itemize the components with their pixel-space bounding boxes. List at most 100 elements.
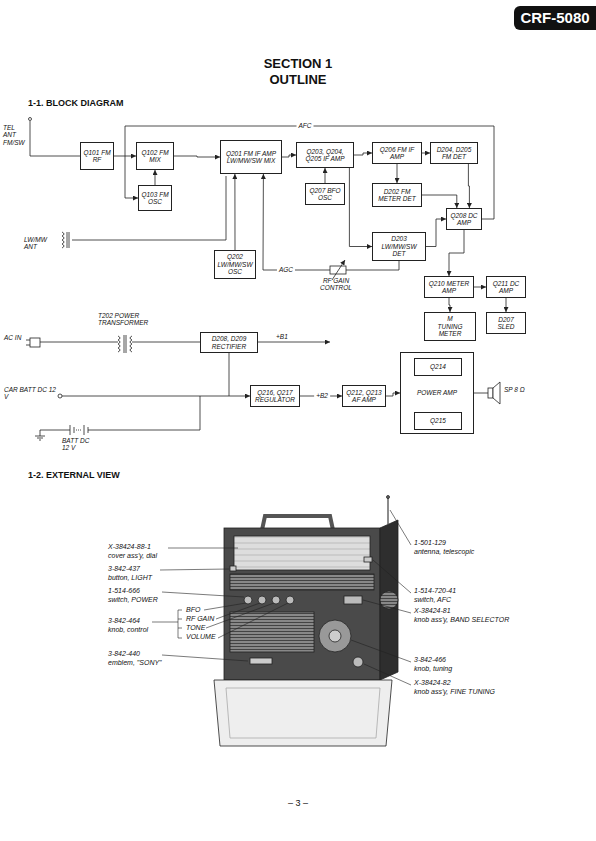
block-box: Q101 FM RF xyxy=(80,142,114,170)
box-text: Q212, Q213 AF AMP xyxy=(345,389,383,404)
power-wiring xyxy=(26,345,30,346)
rf-gain-resistor xyxy=(330,266,346,274)
loop-antenna-coil xyxy=(62,176,226,248)
radio-illustration xyxy=(230,612,314,652)
signal-connector xyxy=(506,298,507,312)
power-wiring xyxy=(37,438,43,439)
power-wiring xyxy=(30,338,40,347)
part-callout: 3-842-466 xyxy=(414,656,446,664)
signal-label: TEL ANT FM/SW xyxy=(3,124,27,146)
box-text: Q215 xyxy=(430,417,446,424)
power-wiring xyxy=(258,342,330,343)
signal-label: SP 8 Ω xyxy=(504,386,528,393)
antenna-symbol xyxy=(30,121,31,156)
signal-connector xyxy=(174,156,220,157)
part-callout: knob, control xyxy=(108,626,148,634)
block-box: Q216, Q217 REGULATOR xyxy=(250,385,300,407)
antenna-symbol xyxy=(30,156,80,157)
signal-label: CAR BATT DC 12 V xyxy=(4,386,56,401)
edge-label: AGC xyxy=(277,266,295,273)
power-wiring xyxy=(88,430,200,431)
block-box: D203 LW/MW/SW DET xyxy=(372,232,426,261)
signal-connector xyxy=(422,153,430,154)
leader-line xyxy=(178,610,179,638)
power-wiring xyxy=(124,335,125,353)
block-box: Q203, Q204, Q205 IF AMP xyxy=(296,142,354,168)
part-callout: switch, POWER xyxy=(108,596,158,604)
radio-illustration xyxy=(214,680,392,746)
block-box: Q207 BFO OSC xyxy=(305,183,345,205)
leader-line xyxy=(162,655,248,661)
part-callout: knob ass'y, FINE TUNING xyxy=(414,688,495,696)
block-box: Q215 xyxy=(414,412,462,430)
signal-connector xyxy=(349,168,372,247)
block-box: Q102 FM MIX xyxy=(136,142,174,170)
power-wiring xyxy=(474,393,488,394)
signal-label: LW/MW ANT xyxy=(24,236,56,251)
box-text: Q206 FM IF AMP xyxy=(375,146,419,161)
signal-connector xyxy=(449,230,464,276)
signal-connector xyxy=(449,298,450,312)
block-box: D208, D209 RECTIFIER xyxy=(200,332,258,353)
radio-illustration xyxy=(272,596,280,604)
radio-illustration xyxy=(329,630,341,642)
box-text: D204, D205 FM DET xyxy=(433,146,475,161)
section-heading: 1-2. EXTERNAL VIEW xyxy=(28,470,120,480)
signal-connector xyxy=(155,170,156,185)
radio-illustration xyxy=(286,596,294,604)
power-wiring xyxy=(200,396,201,430)
signal-connector xyxy=(282,155,296,157)
power-wiring xyxy=(58,394,62,398)
block-box: Q103 FM OSC xyxy=(138,185,172,211)
power-wiring xyxy=(130,336,132,352)
block-box: D202 FM METER DET xyxy=(372,183,422,207)
power-wiring xyxy=(39,440,41,441)
signal-connector xyxy=(426,219,446,247)
box-text: CRF-5080 xyxy=(520,9,589,26)
block-box: D207 SLED xyxy=(486,312,526,334)
signal-connector xyxy=(386,393,400,396)
block-box: Q212, Q213 AF AMP xyxy=(342,385,386,407)
power-wiring xyxy=(118,336,120,352)
radio-illustration xyxy=(344,596,362,604)
radio-illustration xyxy=(230,574,374,590)
signal-connector xyxy=(229,353,250,396)
leader-line xyxy=(178,638,182,639)
box-text: Q211 DC AMP xyxy=(489,280,523,295)
radio-illustration xyxy=(387,498,389,524)
leader-line xyxy=(178,619,182,620)
antenna-symbol xyxy=(29,118,32,121)
block-box: Q211 DC AMP xyxy=(486,276,526,298)
signal-label: RF GAIN CONTROL xyxy=(314,277,358,292)
signal-connector xyxy=(325,168,326,183)
box-text: Q202 LW/MW/SW OSC xyxy=(217,253,253,275)
radio-illustration xyxy=(380,591,398,609)
part-callout: X-38424-82 xyxy=(414,679,451,687)
part-callout: X-38424-81 xyxy=(414,607,451,615)
box-text: D207 SLED xyxy=(489,316,523,331)
block-box: POWER AMPQ214Q215 xyxy=(400,352,474,434)
power-wiring xyxy=(84,425,85,435)
leader-line xyxy=(152,622,178,623)
part-callout: 1-501-129 xyxy=(414,539,446,547)
power-wiring xyxy=(74,427,75,433)
leader-line xyxy=(373,560,411,593)
edge-label: AFC xyxy=(297,122,314,129)
power-wiring xyxy=(70,425,71,435)
signal-connector xyxy=(397,164,398,183)
box-text: D202 FM METER DET xyxy=(375,188,419,203)
power-wiring xyxy=(76,430,82,431)
block-box: Q201 FM IF AMP LW/MW/SW MIX xyxy=(220,140,282,174)
page-number: – 3 – xyxy=(278,798,318,808)
box-text: Q210 METER AMP xyxy=(427,280,471,295)
box-text: Q208 DC AMP xyxy=(449,212,479,227)
box-text: Q207 BFO OSC xyxy=(308,187,342,202)
block-box: Q214 xyxy=(414,358,462,376)
part-callout: switch, AFC xyxy=(414,596,451,604)
radio-illustration xyxy=(364,557,372,562)
leader-line xyxy=(162,592,244,597)
part-callout: 1-514-720-41 xyxy=(414,587,456,595)
power-wiring xyxy=(40,430,70,431)
leader-line xyxy=(178,628,182,629)
